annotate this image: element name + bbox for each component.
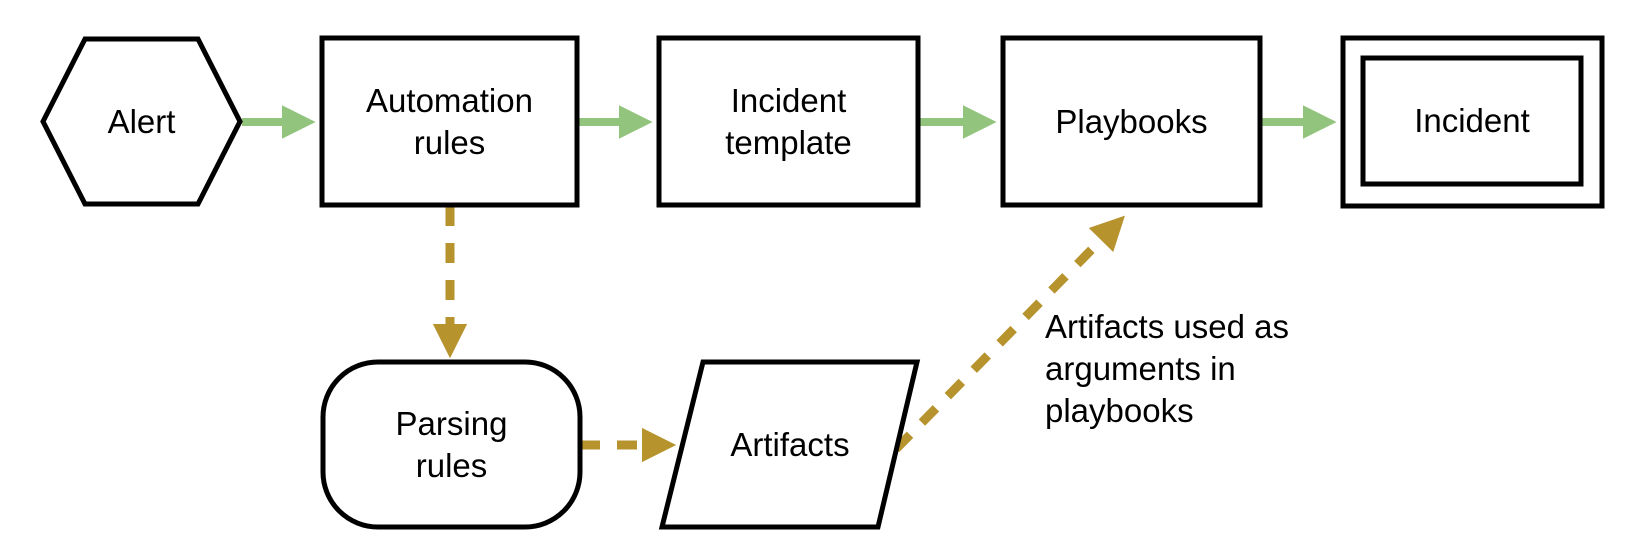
automation-rules-box	[319, 35, 580, 208]
playbooks-box	[1000, 35, 1263, 208]
incident-template-box	[656, 35, 921, 208]
edge-artifacts-to-playbooks	[892, 215, 1125, 453]
alert-hexagon	[40, 36, 243, 207]
artifacts-annotation-text: Artifacts used as arguments in playbooks	[1045, 308, 1289, 429]
parsing-rules-rounded-box	[320, 359, 583, 530]
incident-inner-box	[1360, 55, 1584, 187]
artifacts-parallelogram	[658, 359, 921, 530]
